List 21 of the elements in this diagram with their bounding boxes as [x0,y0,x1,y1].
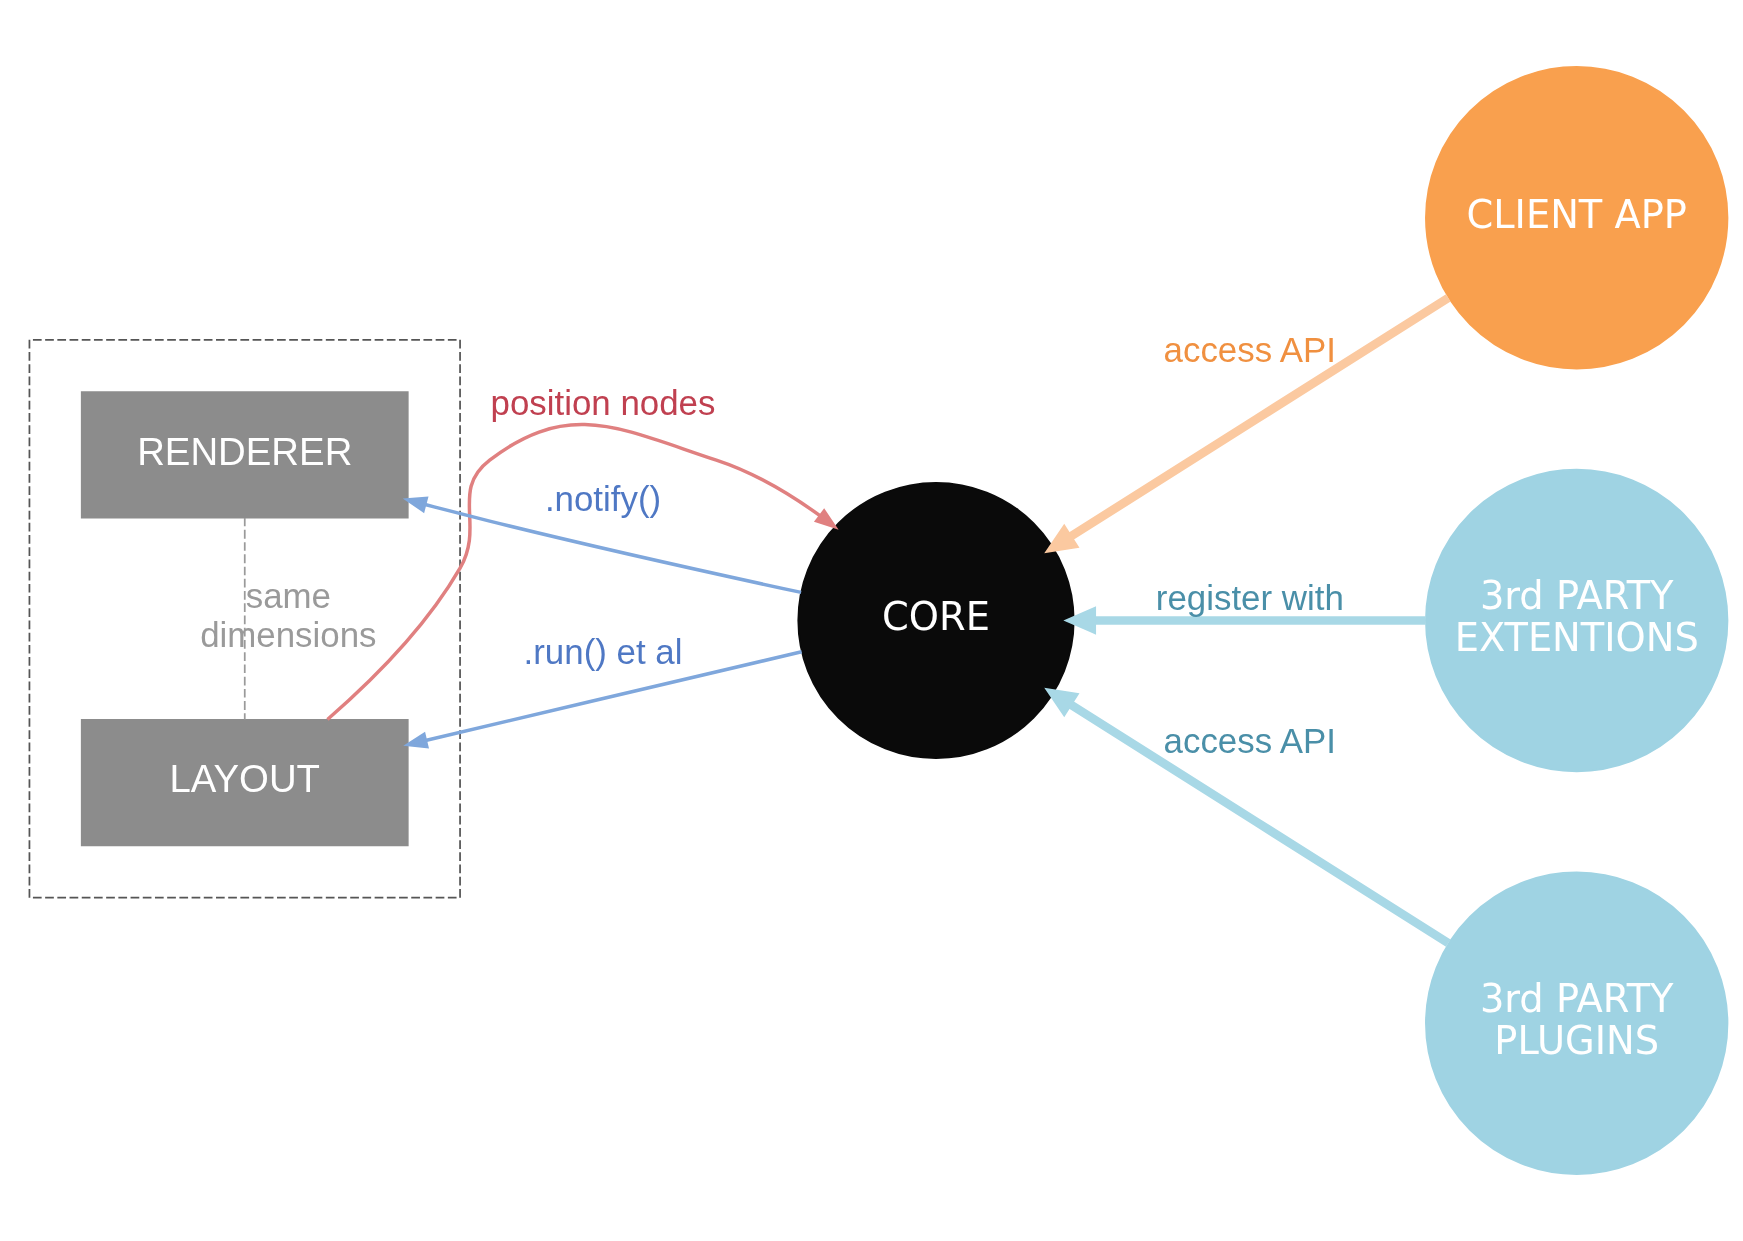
connector [243,517,246,721]
edge-label: access API [1163,721,1337,760]
edge-label: access API [1163,330,1337,370]
edge-label: same dimensions [200,576,377,654]
cluster [28,338,461,899]
edge-label: register with [1155,578,1344,618]
node-box: RENDERER [80,391,409,519]
arrow [326,423,839,721]
arrow [403,650,803,749]
arrow [1044,294,1451,554]
node-circle: 3rd PARTY PLUGINS [1425,871,1729,1175]
arrow [402,496,802,595]
node-box: LAYOUT [80,719,409,847]
edge-label: .notify() [544,478,662,518]
node-circle: CORE [797,481,1075,760]
node-circle: CLIENT APP [1425,66,1729,370]
edge-label: .run() et al [523,632,683,672]
node-circle: 3rd PARTY EXTENTIONS [1425,468,1729,773]
arrow [1044,687,1451,947]
arrow [1063,606,1426,635]
edge-label: position nodes [490,382,716,422]
